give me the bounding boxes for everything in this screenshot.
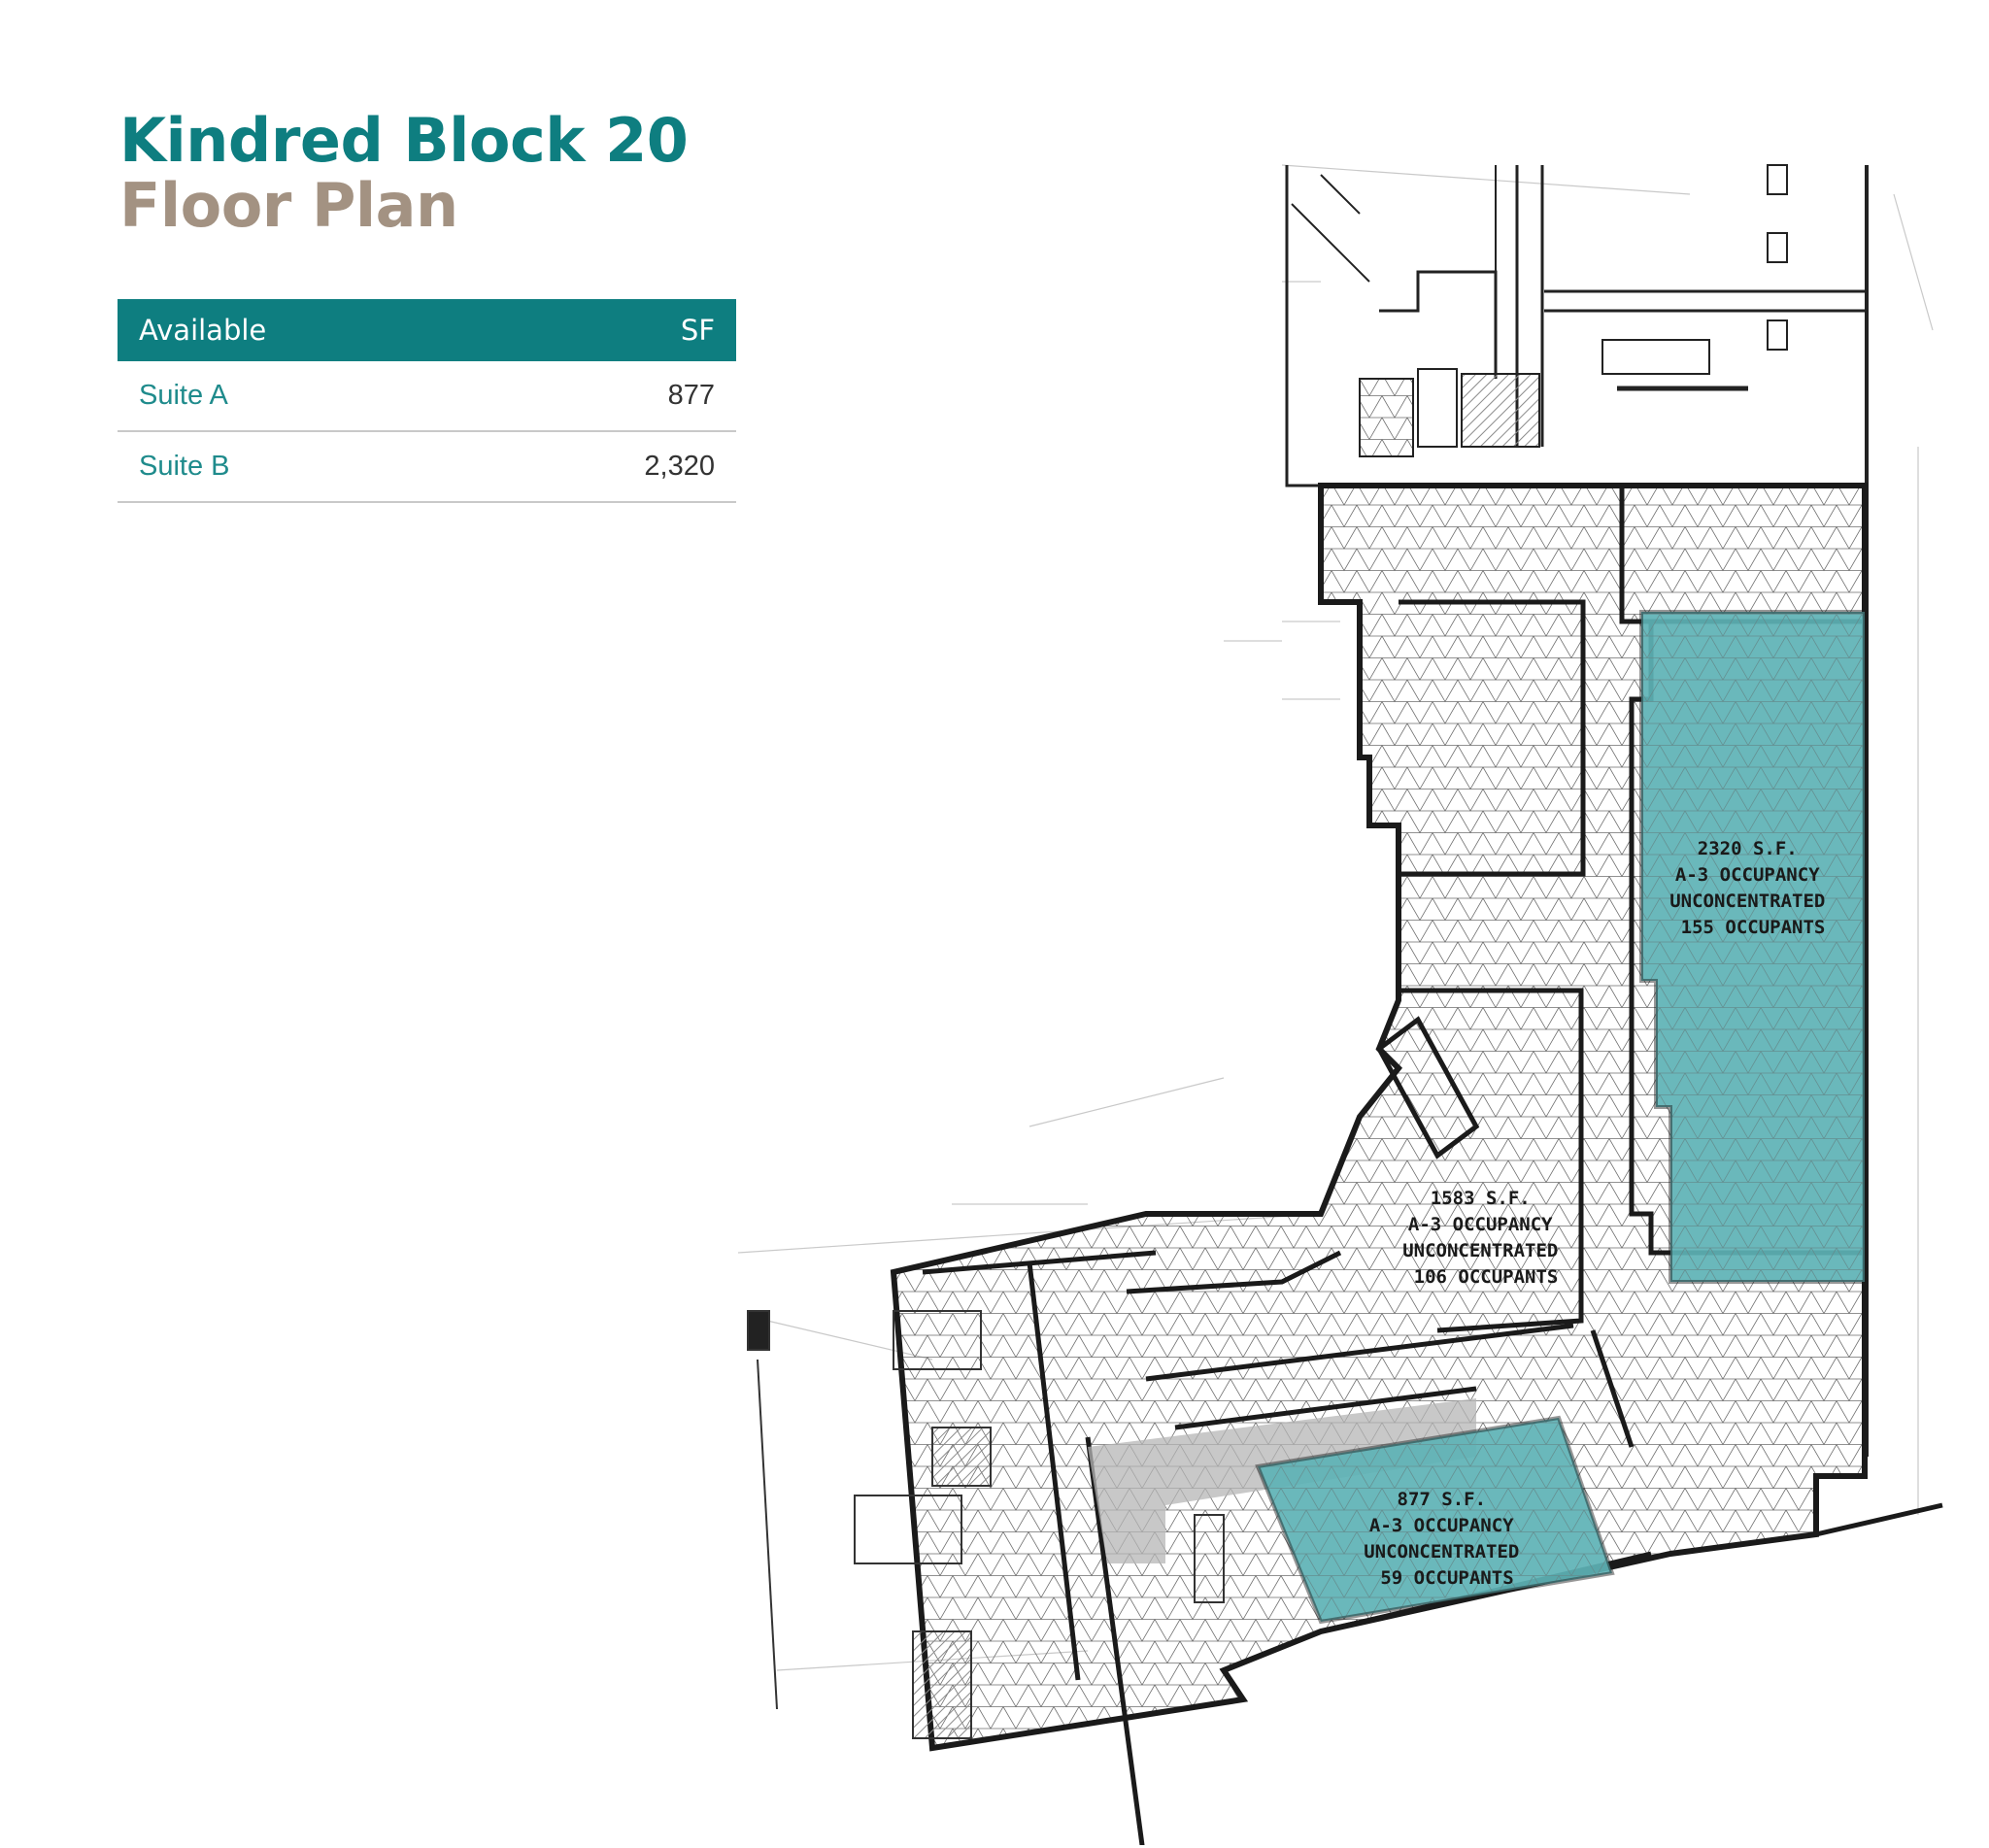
table-row-suite-b: Suite B 2,320 [118,432,736,503]
interior-walls [922,486,1943,1845]
suite-sf: 877 [667,380,715,411]
table-header: Available SF [118,299,736,361]
center-room-label: 1583 S.F. A-3 OCCUPANCY UNCONCENTRATED 1… [1402,1188,1569,1288]
suite-name: Suite A [139,380,228,411]
suite-name: Suite B [139,451,230,482]
construction-lines [738,164,1934,1671]
table-row-suite-a: Suite A 877 [118,361,736,432]
suite-a-label: 877 S.F. A-3 OCCUPANCY UNCONCENTRATED 59… [1364,1489,1531,1589]
title-building-name: Kindred Block 20 [119,105,689,176]
column-header-sf: SF [680,314,715,347]
upper-core [1285,164,1869,1457]
floor-area [890,483,1868,1752]
page-title: Kindred Block 20 Floor Plan [119,105,689,241]
floor-plan-drawing: 2320 S.F. A-3 OCCUPANCY UNCONCENTRATED 1… [738,155,1952,1845]
suite-b-label: 2320 S.F. A-3 OCCUPANCY UNCONCENTRATED 1… [1669,838,1837,938]
title-floor-plan: Floor Plan [119,169,458,241]
availability-table: Available SF Suite A 877 Suite B 2,320 [118,299,736,503]
left-wing-fixtures [747,1310,1225,1739]
suite-b-pattern [1639,610,1867,1284]
suite-a-pattern [1255,1415,1615,1625]
suite-sf: 2,320 [644,451,715,482]
column-header-available: Available [139,314,267,347]
floor-plan-svg: 2320 S.F. A-3 OCCUPANCY UNCONCENTRATED 1… [738,164,1943,1845]
